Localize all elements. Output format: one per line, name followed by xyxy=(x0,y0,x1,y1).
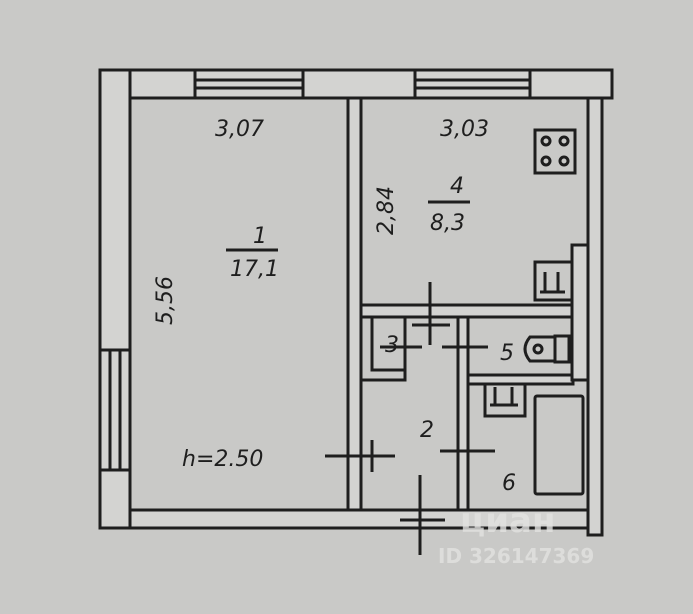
watermark-id: ID 326147369 xyxy=(438,544,594,568)
stove-icon xyxy=(533,128,577,175)
ceiling-height-label: h=2.50 xyxy=(182,447,263,472)
toilet-icon xyxy=(523,334,571,364)
bathroom-sink-icon xyxy=(483,382,527,418)
top-wall xyxy=(98,68,614,100)
hall-bath-wall xyxy=(456,315,470,512)
room1-length-label: 5,56 xyxy=(153,276,178,325)
room4-number: 4 xyxy=(450,174,464,199)
room4-area: 8,3 xyxy=(430,211,465,236)
watermark-logo: циан xyxy=(460,501,555,541)
room1-number: 1 xyxy=(253,224,267,249)
kitchen-sink-icon xyxy=(533,260,574,302)
window-room1 xyxy=(193,68,305,100)
room4-length-label: 2,84 xyxy=(374,186,399,235)
window-kitchen xyxy=(413,68,532,100)
bathtub-icon xyxy=(533,394,585,496)
room2-number: 2 xyxy=(420,418,434,443)
right-wall xyxy=(586,96,604,537)
closet-3-walls xyxy=(361,317,407,382)
kitchen-bath-wall xyxy=(359,303,590,319)
kitchen-shaft xyxy=(570,243,590,382)
room6-number: 6 xyxy=(502,471,516,496)
window-left xyxy=(98,348,132,472)
door-marks xyxy=(325,282,495,555)
partition-wall xyxy=(346,96,363,512)
room1-width-label: 3,07 xyxy=(215,117,264,142)
room4-width-label: 3,03 xyxy=(440,117,489,142)
room3-number: 3 xyxy=(385,333,399,358)
room5-number: 5 xyxy=(500,341,514,366)
room1-area: 17,1 xyxy=(230,257,279,282)
